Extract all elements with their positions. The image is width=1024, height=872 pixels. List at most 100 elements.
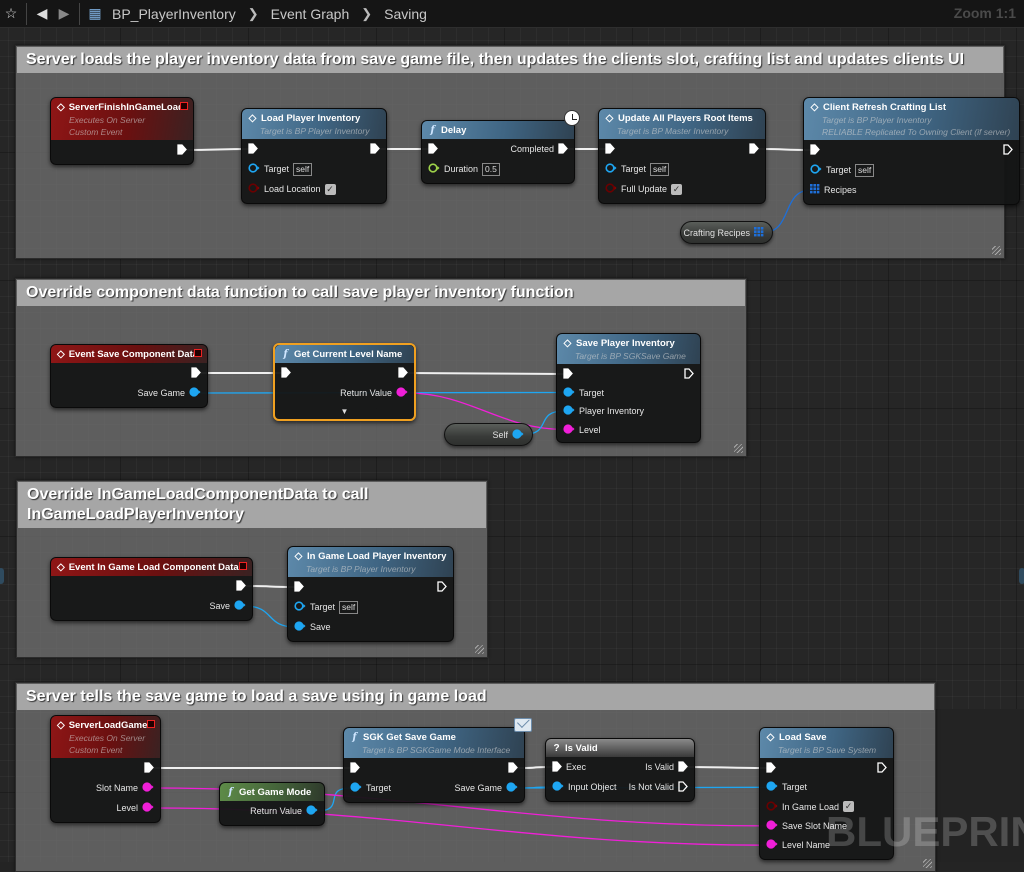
exec-pin-icon[interactable] xyxy=(684,367,694,381)
bool-pin-icon[interactable] xyxy=(248,183,260,195)
pin-exec[interactable] xyxy=(144,758,154,778)
object-pin-icon[interactable] xyxy=(552,781,564,793)
pin-save-slot-name[interactable]: Save Slot Name xyxy=(766,816,847,836)
pin-save[interactable]: Save xyxy=(294,617,331,637)
resize-handle[interactable] xyxy=(992,246,1001,255)
exec-pin-icon[interactable] xyxy=(678,760,688,774)
exec-pin-icon[interactable] xyxy=(281,366,291,380)
pin-level-name[interactable]: Level Name xyxy=(766,835,830,855)
pin-exec[interactable] xyxy=(281,363,291,383)
exec-pin-icon[interactable] xyxy=(678,780,688,794)
pin-target[interactable]: Target xyxy=(563,383,604,403)
comment-title[interactable]: Override component data function to call… xyxy=(17,280,745,306)
object-pin-icon[interactable] xyxy=(350,782,362,794)
string-pin-icon[interactable] xyxy=(142,802,154,814)
object-pin-icon[interactable] xyxy=(294,621,306,633)
exec-pin-icon[interactable] xyxy=(144,761,154,775)
pin-default-value[interactable]: self xyxy=(855,163,875,177)
string-pin-icon[interactable] xyxy=(396,387,408,399)
pin-exec[interactable] xyxy=(428,139,438,159)
resize-handle[interactable] xyxy=(923,859,932,868)
pin-level[interactable]: Level xyxy=(563,420,601,440)
star-icon[interactable]: ☆ xyxy=(4,5,18,21)
pin-return-value[interactable]: Return Value xyxy=(340,383,408,403)
pin-player-inventory[interactable]: Player Inventory xyxy=(563,401,644,421)
pin-exec[interactable]: Exec xyxy=(552,757,586,777)
variable-self[interactable]: Self xyxy=(444,423,533,446)
exec-pin-icon[interactable] xyxy=(294,580,304,594)
pin-input-object[interactable]: Input Object xyxy=(552,777,617,797)
comment-title[interactable]: Server tells the save game to load a sav… xyxy=(17,684,934,710)
pin-default-value[interactable]: self xyxy=(339,600,359,614)
pin-save[interactable]: Save xyxy=(209,596,246,616)
pin-exec[interactable] xyxy=(684,364,694,384)
pin-exec[interactable] xyxy=(370,139,380,159)
exec-pin-icon[interactable] xyxy=(605,142,615,156)
expand-arrow-icon[interactable]: ▼ xyxy=(340,407,349,416)
delegate-pin-icon[interactable] xyxy=(239,562,247,570)
array-pin-icon[interactable] xyxy=(810,184,820,196)
array-pin-icon[interactable] xyxy=(754,226,764,239)
exec-pin-icon[interactable] xyxy=(552,760,562,774)
pin-exec[interactable] xyxy=(294,577,304,597)
pin-target[interactable]: Target xyxy=(766,777,807,797)
exec-pin-icon[interactable] xyxy=(877,761,887,775)
pin-default-value[interactable]: self xyxy=(293,162,313,176)
exec-pin-icon[interactable] xyxy=(563,367,573,381)
pin-save-game[interactable]: Save Game xyxy=(137,383,201,403)
string-pin-icon[interactable] xyxy=(766,820,778,832)
object-pin-icon[interactable] xyxy=(766,781,778,793)
pin-exec[interactable] xyxy=(177,140,187,160)
pin-is-valid[interactable]: Is Valid xyxy=(645,757,688,777)
exec-pin-icon[interactable] xyxy=(749,142,759,156)
pin-exec[interactable] xyxy=(877,758,887,778)
object-pin-icon[interactable] xyxy=(605,163,617,175)
pin-completed[interactable]: Completed xyxy=(510,139,568,159)
pin-exec[interactable] xyxy=(350,758,360,778)
object-pin-icon[interactable] xyxy=(810,164,822,176)
pin-target[interactable]: Target xyxy=(350,778,391,798)
string-pin-icon[interactable] xyxy=(766,839,778,851)
exec-pin-icon[interactable] xyxy=(191,366,201,380)
pin-exec[interactable] xyxy=(1003,140,1013,160)
exec-pin-icon[interactable] xyxy=(810,143,820,157)
checkbox[interactable]: ✓ xyxy=(324,183,336,195)
comment-title[interactable]: Override InGameLoadComponentData to call… xyxy=(18,482,486,528)
delegate-pin-icon[interactable] xyxy=(194,349,202,357)
offscreen-node-right[interactable] xyxy=(1019,568,1024,584)
offscreen-node-left[interactable] xyxy=(0,568,4,584)
resize-handle[interactable] xyxy=(734,444,743,453)
variable-craftrec[interactable]: Crafting Recipes xyxy=(680,221,773,244)
float-pin-icon[interactable] xyxy=(428,163,440,175)
exec-pin-icon[interactable] xyxy=(248,142,258,156)
pin-save-game[interactable]: Save Game xyxy=(454,778,518,798)
exec-pin-icon[interactable] xyxy=(508,761,518,775)
object-pin-icon[interactable] xyxy=(294,601,306,613)
exec-pin-icon[interactable] xyxy=(398,366,408,380)
resize-handle[interactable] xyxy=(475,645,484,654)
breadcrumb-blueprint[interactable]: BP_PlayerInventory xyxy=(112,5,236,22)
string-pin-icon[interactable] xyxy=(142,782,154,794)
object-pin-icon[interactable] xyxy=(512,428,524,441)
pin-exec[interactable] xyxy=(191,363,201,383)
pin-default-value[interactable]: 0.5 xyxy=(482,162,500,176)
comment-title[interactable]: Server loads the player inventory data f… xyxy=(17,47,1003,73)
pin-in-game-load[interactable]: In Game Load✓ xyxy=(766,797,855,817)
pin-return-value[interactable]: Return Value xyxy=(250,801,318,821)
pin-exec[interactable] xyxy=(563,364,573,384)
exec-pin-icon[interactable] xyxy=(1003,143,1013,157)
